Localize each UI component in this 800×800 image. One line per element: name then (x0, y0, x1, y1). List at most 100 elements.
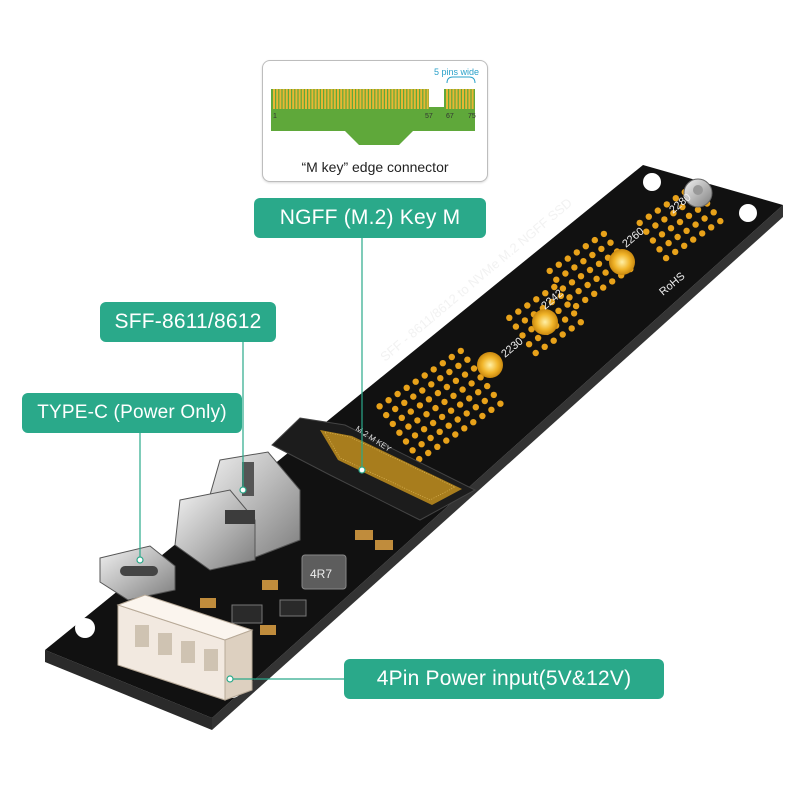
gold-finger (417, 89, 419, 109)
pins-wide-note: 5 pins wide (434, 67, 480, 77)
gold-finger (359, 89, 362, 109)
gold-pad (409, 447, 416, 454)
gold-finger (446, 89, 448, 109)
gold-finger (353, 89, 355, 109)
gold-pad (454, 416, 461, 423)
gold-pad (452, 377, 460, 384)
gold-finger (314, 89, 317, 109)
gold-pad (411, 432, 419, 439)
gold-pad (506, 314, 513, 321)
gold-pad (445, 422, 452, 429)
gold-pad (665, 239, 672, 247)
gold-pad (515, 308, 522, 315)
gold-pad (546, 267, 553, 275)
gold-pad (532, 349, 539, 357)
gold-finger (385, 89, 387, 109)
gold-pad (564, 301, 571, 308)
gold-pad (584, 281, 591, 289)
gold-pad (484, 382, 491, 390)
edge-connector-inset: 5 pins wide 1 57 67 75 “M key” edge conn… (262, 60, 488, 182)
gold-pad (392, 405, 399, 413)
gold-pad (679, 203, 686, 211)
gold-pad (533, 296, 540, 303)
gold-pad (383, 411, 390, 419)
pin-number: 75 (468, 113, 476, 120)
gold-pad (568, 279, 576, 286)
gold-pad (497, 400, 504, 407)
gold-finger (458, 89, 461, 109)
gold-pad (559, 331, 566, 338)
gold-finger (369, 89, 371, 109)
gold-pad (551, 283, 558, 291)
gold-pad (477, 374, 484, 381)
mounting-hole (75, 618, 95, 638)
gold-pad (674, 233, 681, 241)
gold-pad (398, 414, 405, 421)
standoff-2260 (609, 249, 635, 275)
gold-pad (448, 353, 455, 361)
gold-pad (421, 372, 428, 379)
gold-pad (402, 438, 410, 445)
gold-finger (327, 89, 330, 109)
gold-pad (428, 381, 435, 388)
gold-finger (394, 89, 397, 109)
gold-finger (305, 89, 307, 109)
gold-finger (365, 89, 368, 109)
gold-pad (450, 392, 457, 399)
gold-pad (534, 334, 542, 342)
gold-pad (710, 209, 717, 216)
gold-finger (301, 89, 304, 109)
gold-finger (321, 89, 323, 109)
gold-finger (452, 89, 455, 109)
gold-pad (468, 380, 475, 387)
gold-pad (524, 302, 531, 309)
gold-pad (694, 206, 702, 213)
gold-pad (600, 284, 607, 291)
gold-pad (658, 231, 666, 238)
gold-pad (670, 210, 677, 217)
gold-pad (430, 366, 437, 373)
gold-pad (525, 341, 533, 348)
gold-pad (582, 296, 589, 304)
gold-pad (410, 393, 417, 400)
gold-pad (396, 429, 403, 436)
gold-pad (420, 426, 428, 433)
gold-pad (418, 441, 425, 448)
gold-finger (426, 89, 429, 109)
label-type-c-power-only: TYPE-C (Power Only) (22, 393, 242, 433)
gold-finger (333, 89, 336, 109)
gold-finger (381, 89, 384, 109)
gold-pad (443, 437, 450, 444)
gold-pad (663, 201, 670, 208)
gold-pad (407, 408, 414, 415)
gold-pad (414, 417, 421, 424)
board-edge (45, 650, 212, 730)
gold-pad (553, 276, 560, 283)
pin-number: 57 (425, 113, 433, 120)
gold-finger (273, 89, 275, 109)
gold-pad (438, 413, 446, 421)
gold-pad (572, 302, 580, 310)
gold-pad (542, 290, 549, 297)
gold-finger (468, 89, 471, 109)
gold-pad (692, 221, 699, 228)
gold-pad (591, 290, 598, 297)
gold-finger (462, 89, 464, 109)
gold-pad (568, 325, 575, 332)
label-ngff-m2-key-m: NGFF (M.2) Key M (254, 198, 486, 238)
gold-pad (577, 319, 584, 326)
gold-pad (600, 230, 608, 238)
gold-finger (317, 89, 320, 109)
gold-pad (555, 307, 562, 314)
gold-finger (337, 89, 339, 109)
gold-pad (708, 224, 715, 231)
gold-pad (645, 213, 652, 220)
gold-pad (434, 443, 441, 450)
gold-pad (672, 248, 679, 256)
gold-finger (404, 89, 407, 109)
gold-pad (512, 323, 520, 330)
mounting-pad-grid (376, 182, 724, 463)
edge-connector-caption: “M key” edge connector (301, 159, 449, 175)
gold-pad (589, 251, 596, 259)
gold-pad (541, 343, 548, 350)
